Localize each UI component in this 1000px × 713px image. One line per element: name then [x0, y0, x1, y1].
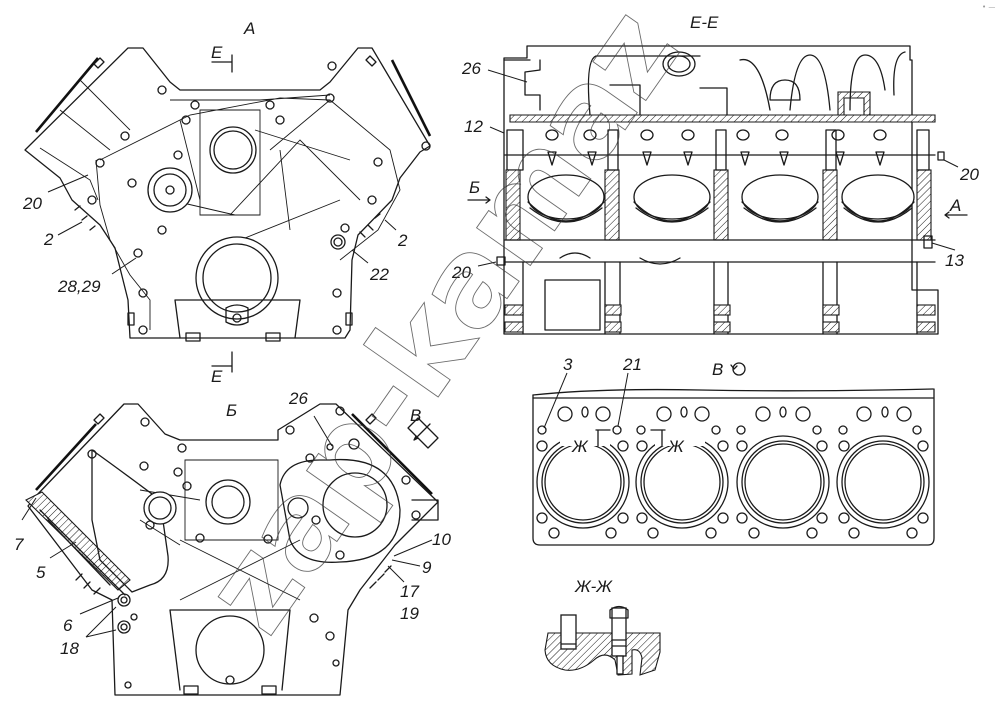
engine-block-side-section [496, 45, 945, 335]
callout-label: 9 [422, 558, 432, 577]
view-arrow-a-label: А [949, 196, 961, 215]
callout-label: 13 [945, 251, 964, 270]
callout-2-left: 2 [43, 221, 83, 249]
callout-9: 9 [391, 558, 432, 577]
section-marker-e-top-label: Е [211, 43, 223, 62]
section-marker-zh-left: Ж [571, 429, 611, 456]
callout-26: 26 [461, 59, 528, 83]
view-v: В [532, 355, 935, 546]
engine-block-rear-outline [25, 403, 439, 696]
bolt-holes [87, 406, 421, 689]
callout-label: 7 [14, 535, 24, 554]
callout-label: 18 [60, 639, 79, 658]
section-marker-e-bottom-label: Е [211, 367, 223, 386]
cylinder-bore-4 [836, 435, 930, 529]
callout-label: 20 [451, 263, 471, 282]
callout-label: 12 [464, 117, 483, 136]
callout-label: 17 [400, 582, 419, 601]
callout-20-right: 20 [943, 159, 979, 184]
watermark-text: zap-kamaz [178, 0, 707, 657]
callout-label: 19 [400, 604, 419, 623]
view-arrow-b-label: Б [469, 178, 480, 197]
callout-label: 5 [36, 563, 46, 582]
section-zh-zh-detail [544, 605, 661, 676]
callout-label: 3 [563, 355, 573, 374]
callout-label: 10 [432, 530, 451, 549]
callout-label: 6 [63, 616, 73, 635]
view-v-title-group: В [712, 360, 746, 379]
callout-label: 21 [622, 355, 642, 374]
callout-label: 26 [288, 389, 308, 408]
callout-20: 20 [22, 174, 89, 213]
callout-label: 2 [43, 230, 54, 249]
corner-mark: • — [982, 3, 995, 11]
watermark: zap-kamaz [177, 0, 707, 657]
view-arrow-v-label: В [410, 406, 421, 425]
callout-28-29: 28,29 [57, 257, 137, 296]
deck-holes [536, 406, 929, 539]
callout-20-left: 20 [451, 261, 497, 282]
cylinder-bore-2 [635, 432, 729, 529]
callout-12: 12 [464, 117, 505, 136]
view-b: Б [14, 389, 451, 696]
callout-3: 3 [543, 355, 573, 429]
callout-18: 18 [60, 606, 117, 658]
view-arrow-v: В [407, 406, 439, 449]
section-e-e-title: Е-Е [690, 13, 719, 32]
callout-label: 20 [959, 165, 979, 184]
callout-2-right: 2 [384, 219, 408, 250]
view-arrow-b: Б [467, 178, 491, 204]
callout-6: 6 [63, 597, 119, 635]
view-b-title: Б [226, 401, 237, 420]
callout-13: 13 [931, 242, 964, 270]
engine-block-front-outline [24, 47, 432, 342]
section-marker-e-bottom: Е [211, 351, 233, 386]
section-marker-e-top: Е [211, 43, 233, 73]
view-arrow-a: А [944, 196, 968, 219]
callout-label: 28,29 [57, 277, 101, 296]
cylinder-bores [527, 174, 915, 223]
oil-holes [545, 129, 887, 166]
view-v-title: В [712, 360, 723, 379]
callout-label: 22 [369, 265, 389, 284]
callout-5: 5 [36, 541, 77, 582]
view-a-title: А [243, 19, 255, 38]
view-a: А Е [22, 19, 432, 386]
section-marker-zh-left-label: Ж [571, 437, 589, 456]
cylinder-bore-3 [736, 435, 830, 529]
callout-22: 22 [351, 249, 389, 284]
cylinder-deck-plate [532, 388, 935, 546]
callout-19: 19 [400, 604, 419, 623]
callout-10: 10 [393, 530, 451, 557]
callout-17: 17 [387, 565, 419, 601]
callout-label: 2 [397, 231, 408, 250]
cylinder-walls [505, 129, 932, 241]
section-marker-zh-right-label: Ж [667, 437, 685, 456]
section-e-e: Е-Е [451, 13, 979, 335]
main-bearing-caps [504, 304, 936, 333]
callout-label: 26 [461, 59, 481, 78]
callout-label: 20 [22, 194, 42, 213]
section-zh-zh-title: Ж-Ж [574, 577, 613, 596]
section-zh-zh: Ж-Ж [544, 577, 661, 676]
callout-21: 21 [617, 355, 642, 427]
callout-26: 26 [288, 389, 333, 447]
callout-7: 7 [14, 497, 37, 554]
section-marker-zh-right: Ж [650, 429, 685, 456]
bolt-holes [87, 61, 431, 335]
